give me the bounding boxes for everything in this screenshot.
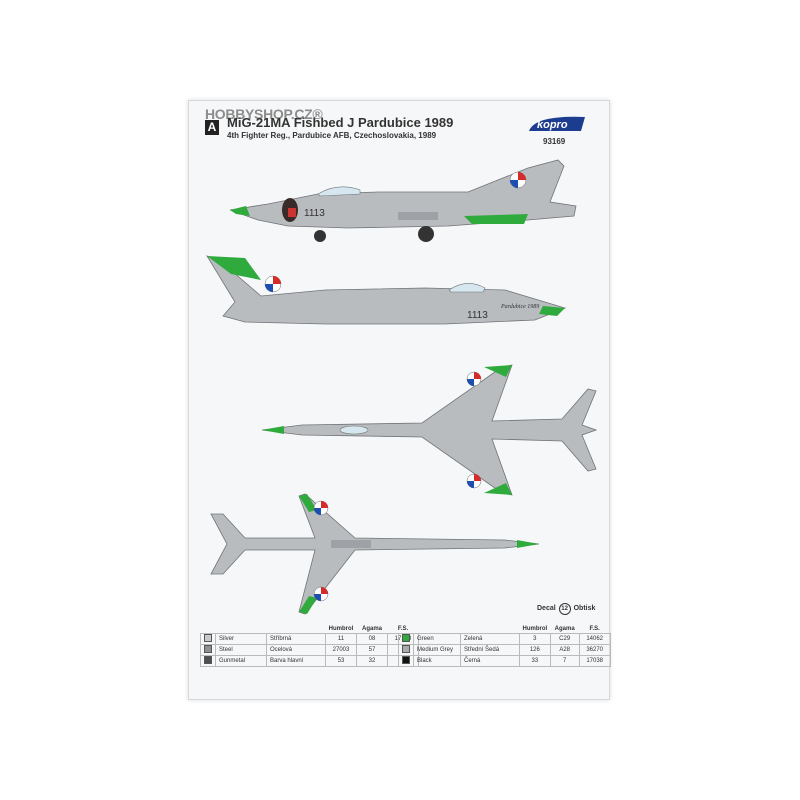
paint-legend-left: Humbrol Agama F.S. Silver Stříbrná 11 08…	[200, 624, 419, 667]
logo-text: kopro	[537, 119, 568, 131]
decal-note: Decal 12 Obtisk	[537, 603, 595, 615]
decal-number: 12	[558, 603, 571, 615]
fuel-tank	[331, 540, 371, 548]
nose-wheel	[314, 230, 326, 242]
legend-header: Humbrol	[522, 625, 548, 632]
main-wheel	[418, 226, 434, 242]
canopy	[317, 186, 361, 197]
watermark: HOBBYSHOP.CZ®	[205, 106, 323, 122]
legend-header: Humbrol	[328, 625, 354, 632]
fs-code: 36270	[578, 644, 611, 656]
nose-art-script: Pardubice 1989	[500, 304, 539, 310]
humbrol-code: 126	[519, 644, 551, 656]
color-swatch	[204, 656, 212, 664]
airframe-top	[262, 364, 597, 496]
green-nose-cone	[230, 206, 250, 216]
color-swatch	[402, 645, 410, 653]
green-fin-tip	[207, 256, 261, 280]
color-name-czech: Stříbrná	[266, 633, 326, 645]
legend-row: Steel Ocelová 27003 57	[200, 644, 419, 656]
agama-code: 32	[356, 655, 388, 667]
legend-row: Medium Grey Střední Šedá 126 A28 36270	[398, 644, 611, 656]
color-name-czech: Barva hlavní	[266, 655, 326, 667]
color-swatch	[402, 656, 410, 664]
color-name: Black	[413, 655, 461, 667]
nose-art-detail	[288, 208, 296, 217]
legend-header: F.S.	[589, 625, 600, 632]
kopro-logo: kopro	[529, 116, 585, 131]
humbrol-code: 27003	[325, 644, 357, 656]
green-wing-tip	[464, 214, 528, 224]
fuel-tank	[398, 212, 438, 220]
color-name: Steel	[215, 644, 267, 656]
color-swatch	[204, 634, 212, 642]
page-title: MiG-21MA Fishbed J Pardubice 1989	[227, 115, 454, 130]
legend-row: Green Zelená 3 C29 14062	[398, 633, 611, 645]
bottom-view	[210, 493, 540, 615]
green-nose-cone	[517, 540, 539, 548]
legend-header: Agama	[554, 625, 575, 632]
color-name: Green	[413, 633, 461, 645]
agama-code: 57	[356, 644, 388, 656]
legend-header: Agama	[361, 625, 382, 632]
color-name: Gunmetal	[215, 655, 267, 667]
tail-number-right: 1113	[467, 310, 488, 321]
top-view	[262, 364, 597, 496]
logo-swoosh	[529, 116, 585, 131]
decal-label: Decal	[537, 605, 556, 612]
legend-row: Black Černá 33 7 17038	[398, 655, 611, 667]
color-name-czech: Ocelová	[266, 644, 326, 656]
left-profile-view: 1113	[229, 159, 577, 242]
decal-label-czech: Obtisk	[573, 605, 596, 612]
green-nose-cone	[539, 306, 565, 316]
tail-number-left: 1113	[304, 208, 325, 219]
color-name-czech: Zelená	[460, 633, 520, 645]
scheme-letter: A	[205, 120, 219, 135]
fuselage-silhouette	[206, 255, 567, 325]
airframe-bottom	[210, 493, 540, 615]
canopy	[339, 425, 369, 435]
color-swatch	[204, 645, 212, 653]
page-subtitle: 4th Fighter Reg., Pardubice AFB, Czechos…	[227, 131, 437, 140]
color-name: Medium Grey	[413, 644, 461, 656]
legend-row: Gunmetal Barva hlavní 53 32	[200, 655, 419, 667]
green-nose-cone	[262, 426, 284, 434]
color-swatch	[402, 634, 410, 642]
color-name-czech: Střední Šedá	[460, 644, 520, 656]
legend-row: Silver Stříbrná 11 08 17178	[200, 633, 419, 645]
right-profile-view: 1113 Pardubice 1989	[206, 255, 567, 325]
green-wing-tip-upper	[299, 494, 317, 512]
canopy	[448, 283, 486, 293]
humbrol-code: 11	[325, 633, 357, 645]
fs-code: 14062	[578, 633, 611, 645]
legend-header: F.S.	[397, 625, 409, 632]
color-name: Silver	[215, 633, 267, 645]
agama-code: A28	[549, 644, 580, 656]
green-wing-tip-lower	[299, 596, 317, 614]
humbrol-code: 3	[519, 633, 551, 645]
green-wing-tip-upper	[484, 365, 512, 377]
fs-code: 17038	[578, 655, 611, 667]
humbrol-code: 53	[325, 655, 357, 667]
catalog-number: 93169	[543, 137, 566, 146]
agama-code: 08	[356, 633, 388, 645]
paint-legend-right: Humbrol Agama F.S. Green Zelená 3 C29 14…	[398, 624, 611, 667]
humbrol-code: 33	[519, 655, 551, 667]
green-wing-tip-lower	[484, 483, 512, 495]
color-name-czech: Černá	[460, 655, 520, 667]
agama-code: 7	[549, 655, 580, 667]
agama-code: C29	[549, 633, 580, 645]
